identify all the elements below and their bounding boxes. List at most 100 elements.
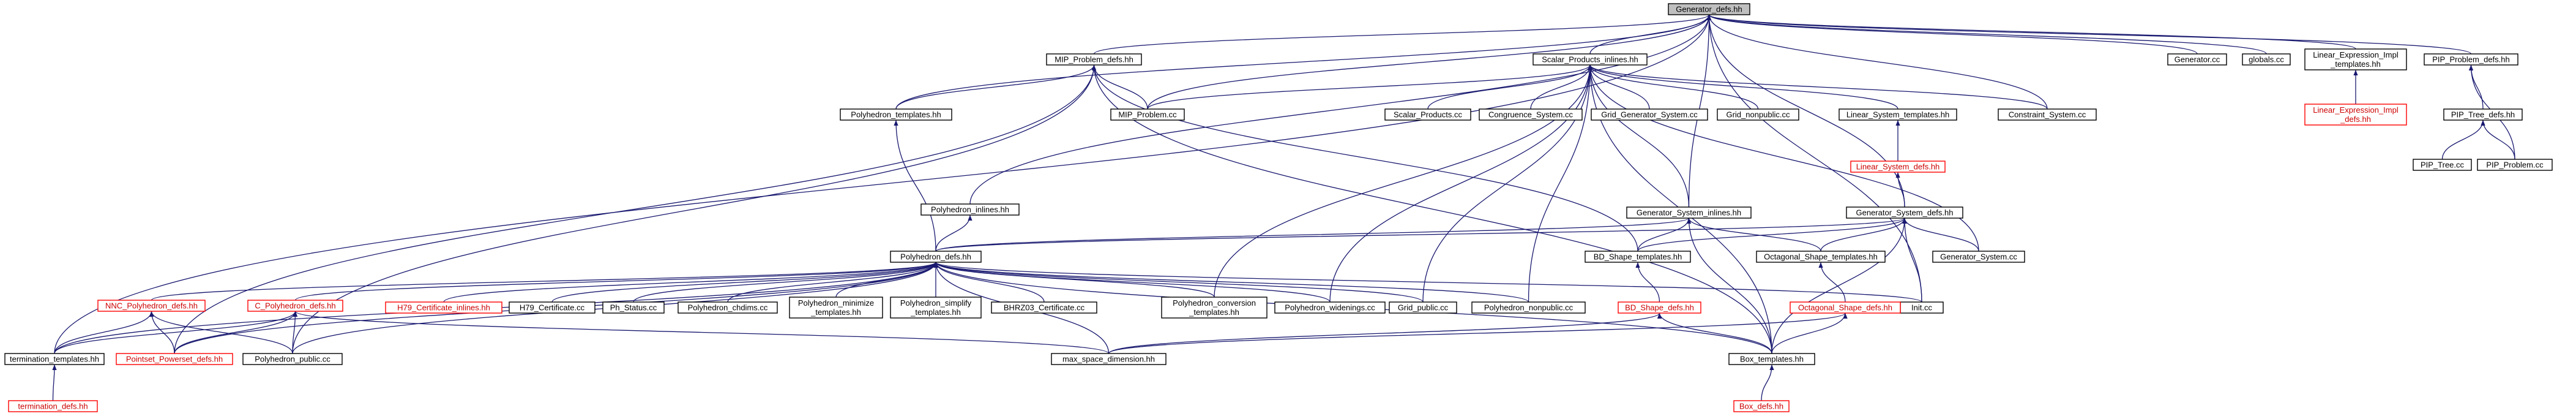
- node-nnc-polyhedron-defs[interactable]: NNC_Polyhedron_defs.hh: [97, 300, 206, 312]
- node-globals-cc[interactable]: globals.cc: [2242, 53, 2291, 66]
- edge-bd_shape_defs-to-bd_shape_templates: [1635, 262, 1660, 303]
- node-label: PIP_Tree_defs.hh: [2451, 110, 2515, 119]
- edge-globals_cc-to-generator_defs: [1707, 14, 2267, 55]
- node-octagonal-shape-defs[interactable]: Octagonal_Shape_defs.hh: [1790, 301, 1901, 314]
- edge-polyhedron_public_cc-to-nnc_polyhedron_defs: [149, 311, 293, 354]
- node-scalar-products-cc[interactable]: Scalar_Products.cc: [1384, 108, 1471, 121]
- node-termination-templates[interactable]: termination_templates.hh: [4, 353, 105, 365]
- node-label: PIP_Tree.cc: [2421, 161, 2465, 170]
- edge-congruence_system_cc-to-scalar_products_inlines: [1530, 64, 1592, 110]
- node-bd-shape-templates[interactable]: BD_Shape_templates.hh: [1585, 251, 1691, 263]
- node-box: [8, 400, 98, 412]
- node-label: Linear_System_defs.hh: [1856, 162, 1940, 172]
- node-polyhedron-conversion-templates[interactable]: Polyhedron_conversion_templates.hh: [1161, 297, 1267, 319]
- node-init-cc[interactable]: Init.cc: [1900, 301, 1944, 314]
- node-generator-cc[interactable]: Generator.cc: [2167, 53, 2227, 66]
- node-generator-defs[interactable]: Generator_defs.hh: [1668, 3, 1750, 15]
- edge-scalar_products_cc-to-scalar_products_inlines: [1427, 64, 1592, 110]
- node-box: [1717, 108, 1799, 121]
- edge-bhrz03_certificate_cc-to-polyhedron_defs: [933, 262, 1045, 303]
- node-polyhedron-templates[interactable]: Polyhedron_templates.hh: [840, 108, 952, 121]
- edge-grid_public_cc-to-scalar_products_inlines: [1422, 64, 1592, 303]
- edge-termination_templates-to-generator_defs: [54, 14, 1712, 354]
- edge-generator_system_defs-to-linear_system_defs: [1895, 172, 1905, 208]
- node-generator-system-defs[interactable]: Generator_System_defs.hh: [1846, 206, 1963, 219]
- node-box-defs[interactable]: Box_defs.hh: [1733, 400, 1790, 412]
- node-polyhedron-widenings-cc[interactable]: Polyhedron_widenings.cc: [1274, 301, 1386, 314]
- node-box: [247, 300, 343, 312]
- node-label: H79_Certificate.cc: [520, 303, 585, 312]
- node-termination-defs[interactable]: termination_defs.hh: [8, 400, 98, 412]
- node-label: _templates.hh: [810, 308, 861, 317]
- edge-polyhedron_chdims_cc-to-polyhedron_defs: [727, 262, 938, 303]
- node-linear-expression-impl-templates[interactable]: Linear_Expression_Impl_templates.hh: [2304, 48, 2407, 70]
- node-polyhedron-minimize-templates[interactable]: Polyhedron_minimize_templates.hh: [789, 297, 883, 319]
- node-box: [2167, 53, 2227, 66]
- node-mip-problem-cc[interactable]: MIP_Problem.cc: [1110, 108, 1185, 121]
- node-generator-system-inlines[interactable]: Generator_System_inlines.hh: [1626, 206, 1752, 219]
- node-linear-system-defs[interactable]: Linear_System_defs.hh: [1850, 161, 1946, 173]
- node-box: [890, 297, 982, 319]
- node-pip-tree-cc[interactable]: PIP_Tree.cc: [2413, 159, 2472, 171]
- node-box: [1274, 301, 1386, 314]
- node-ph-status-cc[interactable]: Ph_Status.cc: [602, 301, 665, 314]
- node-label: Polyhedron_public.cc: [255, 355, 330, 364]
- node-box: [97, 300, 206, 312]
- node-box: [890, 251, 982, 263]
- node-congruence-system-cc[interactable]: Congruence_System.cc: [1479, 108, 1583, 121]
- node-pip-tree-defs[interactable]: PIP_Tree_defs.hh: [2443, 108, 2523, 121]
- node-polyhedron-inlines[interactable]: Polyhedron_inlines.hh: [920, 203, 1020, 216]
- edge-mip_problem_defs-to-generator_defs: [1093, 14, 1711, 55]
- node-box: [1932, 251, 2025, 263]
- node-polyhedron-defs[interactable]: Polyhedron_defs.hh: [890, 251, 982, 263]
- node-box-templates[interactable]: Box_templates.hh: [1728, 353, 1815, 365]
- node-box: [385, 301, 502, 314]
- node-constraint-system-cc[interactable]: Constraint_System.cc: [1998, 108, 2097, 121]
- node-label: termination_templates.hh: [10, 355, 99, 364]
- node-generator-system-cc[interactable]: Generator_System.cc: [1932, 251, 2025, 263]
- node-box: [991, 301, 1097, 314]
- node-max-space-dimension[interactable]: max_space_dimension.hh: [1051, 353, 1167, 365]
- node-linear-expression-impl-defs[interactable]: Linear_Expression_Impl_defs.hh: [2304, 104, 2407, 126]
- edge-grid_public_cc-to-polyhedron_defs: [933, 262, 1424, 303]
- node-pip-problem-defs[interactable]: PIP_Problem_defs.hh: [2424, 53, 2518, 66]
- edge-box_templates-to-mip_problem_defs: [1091, 64, 1772, 354]
- node-h79-certificate-inlines[interactable]: H79_Certificate_inlines.hh: [385, 301, 502, 314]
- node-pip-problem-cc[interactable]: PIP_Problem.cc: [2477, 159, 2553, 171]
- node-box: [1389, 301, 1457, 314]
- node-label: Polyhedron_chdims.cc: [688, 303, 768, 312]
- node-linear-system-templates[interactable]: Linear_System_templates.hh: [1839, 108, 1957, 121]
- node-label: Ph_Status.cc: [610, 303, 657, 312]
- node-label: C_Polyhedron_defs.hh: [255, 301, 335, 311]
- edge-ph_status_cc-to-polyhedron_defs: [633, 262, 938, 303]
- node-c-polyhedron-defs[interactable]: C_Polyhedron_defs.hh: [247, 300, 343, 312]
- node-grid-public-cc[interactable]: Grid_public.cc: [1389, 301, 1457, 314]
- node-label: Generator.cc: [2175, 55, 2220, 64]
- node-polyhedron-simplify-templates[interactable]: Polyhedron_simplify_templates.hh: [890, 297, 982, 319]
- node-octagonal-shape-templates[interactable]: Octagonal_Shape_templates.hh: [1756, 251, 1886, 263]
- node-mip-problem-defs[interactable]: MIP_Problem_defs.hh: [1046, 53, 1142, 66]
- node-pointset-powerset-defs[interactable]: Pointset_Powerset_defs.hh: [116, 353, 233, 365]
- node-label: _templates.hh: [1189, 308, 1239, 317]
- node-polyhedron-nonpublic-cc[interactable]: Polyhedron_nonpublic.cc: [1471, 301, 1586, 314]
- edge-box_templates-to-generator_system_inlines: [1686, 217, 1772, 354]
- node-grid-nonpublic-cc[interactable]: Grid_nonpublic.cc: [1717, 108, 1799, 121]
- node-bhrz03-certificate-cc[interactable]: BHRZ03_Certificate.cc: [991, 301, 1097, 314]
- node-polyhedron-chdims-cc[interactable]: Polyhedron_chdims.cc: [678, 301, 778, 314]
- edge-mip_problem_cc-to-mip_problem_defs: [1091, 64, 1148, 110]
- node-box: [4, 353, 105, 365]
- node-grid-generator-system-cc[interactable]: Grid_Generator_System.cc: [1591, 108, 1708, 121]
- node-bd-shape-defs[interactable]: BD_Shape_defs.hh: [1618, 301, 1701, 314]
- node-h79-certificate-cc[interactable]: H79_Certificate.cc: [509, 301, 595, 314]
- edge-pointset_powerset_defs-to-mip_problem_defs: [174, 64, 1097, 354]
- node-box: [1591, 108, 1708, 121]
- node-polyhedron-public-cc[interactable]: Polyhedron_public.cc: [242, 353, 343, 365]
- node-box: [116, 353, 233, 365]
- node-scalar-products-inlines[interactable]: Scalar_Products_inlines.hh: [1533, 53, 1648, 66]
- edge-box_defs-to-box_templates: [1761, 364, 1774, 401]
- edge-pip_tree_defs-to-pip_problem_defs: [2468, 64, 2484, 110]
- node-label: globals.cc: [2249, 55, 2284, 64]
- node-label: Generator_defs.hh: [1676, 5, 1742, 14]
- edge-polyhedron_inlines-to-generator_defs: [969, 14, 1712, 205]
- edge-init_cc-to-generator_system_defs: [1902, 217, 1922, 303]
